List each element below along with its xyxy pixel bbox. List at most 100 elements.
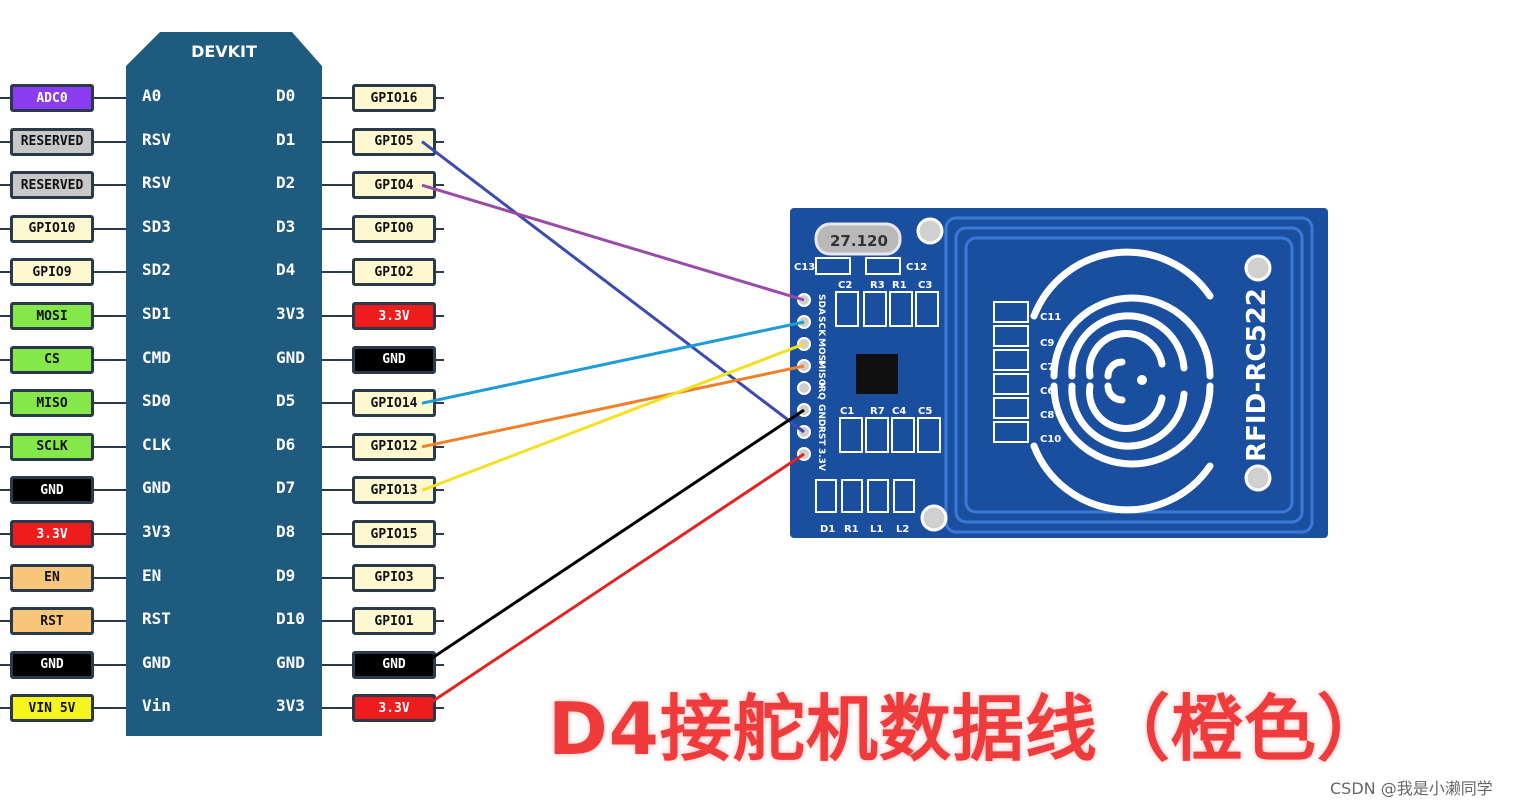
rfid-component-label-c7: C7	[1040, 362, 1055, 373]
right-pin-lead	[436, 140, 444, 143]
left-pin-gpio10-3: GPIO10	[10, 214, 94, 243]
left-pin-mosi-5: MOSI	[10, 302, 94, 330]
rfid-component-label-l2: L2	[896, 524, 910, 535]
right-pin-connector	[322, 707, 352, 710]
rfid-component-label-c11: C11	[1040, 312, 1062, 323]
right-pin-gpio3-11: GPIO3	[352, 563, 436, 592]
rfid-component-label-c6: C6	[1040, 386, 1055, 397]
rfid-component-label-r7: R7	[870, 406, 885, 417]
wire-gnd-to-gnd	[421, 408, 805, 667]
rfid-component-label-l1: L1	[870, 524, 884, 535]
board-left-label: SD0	[142, 391, 171, 411]
rfid-component-label-c9: C9	[1040, 338, 1055, 349]
left-pin-lead	[0, 489, 10, 492]
right-pin-connector	[322, 533, 352, 535]
board-left-label: GND	[142, 652, 171, 672]
right-pin-lead	[436, 707, 444, 710]
wire-3-3v-to-3-3v	[421, 452, 805, 710]
rfid-component-label-c3: C3	[918, 280, 933, 291]
left-pin-connector	[94, 140, 126, 143]
right-pin-lead	[436, 489, 444, 492]
left-pin-connector	[94, 358, 126, 361]
left-pin-connector	[94, 489, 126, 492]
board-right-label: D0	[276, 86, 296, 105]
right-pin-gnd-6: GND	[352, 345, 436, 374]
right-pin-lead	[436, 402, 444, 405]
board-left-label: SD3	[142, 216, 171, 236]
left-pin-connector	[94, 576, 126, 579]
watermark: CSDN @我是小濑同学	[1330, 779, 1493, 798]
left-pin-cs-6: CS	[10, 345, 94, 374]
right-pin-gpio1-12: GPIO1	[352, 607, 436, 636]
right-pin-connector	[322, 227, 352, 230]
right-pin-lead	[436, 663, 444, 666]
caption-text: D4接舵机数据线（橙色）	[548, 687, 1390, 771]
right-pin-gpio16-0: GPIO16	[352, 84, 436, 112]
board-left-label: RST	[142, 609, 171, 629]
left-pin-connector	[94, 97, 126, 99]
board-left-label: SD2	[142, 260, 171, 280]
left-pin-connector	[94, 445, 126, 448]
left-pin-connector	[94, 620, 126, 623]
right-pin-lead	[436, 315, 444, 317]
left-pin-lead	[0, 271, 10, 274]
left-pin-connector	[94, 663, 126, 666]
right-pin-connector	[322, 445, 352, 448]
rfid-module	[790, 208, 1328, 538]
right-pin-connector	[322, 315, 352, 317]
wire-gpio4-to-sda	[421, 183, 805, 302]
board-right-label: D9	[276, 565, 296, 585]
left-pin-adc0-0: ADC0	[10, 84, 94, 112]
left-pin-reserved-2: RESERVED	[10, 171, 94, 200]
right-pin-lead	[436, 271, 444, 274]
right-pin-connector	[322, 358, 352, 361]
rfid-component-label-c1: C1	[840, 406, 855, 417]
board-right-label: D3	[276, 216, 296, 236]
right-pin-gpio2-4: GPIO2	[352, 258, 436, 287]
board-left-label: EN	[142, 565, 162, 585]
right-pin-connector	[322, 271, 352, 274]
left-pin-en-11: EN	[10, 563, 94, 592]
rfid-component-label-c10: C10	[1040, 434, 1062, 445]
rfid-component-label-r3: R3	[870, 280, 885, 291]
wire-gpio13-to-mosi	[421, 342, 805, 492]
left-pin-sclk-8: SCLK	[10, 432, 94, 461]
right-pin-connector	[322, 576, 352, 579]
left-pin-connector	[94, 184, 126, 187]
board-left-label: 3V3	[142, 522, 171, 541]
left-pin-lead	[0, 358, 10, 361]
right-pin-lead	[436, 358, 444, 361]
left-pin-3-3v-10: 3.3V	[10, 520, 94, 548]
left-pin-miso-7: MISO	[10, 389, 94, 418]
rfid-component-label-c8: C8	[1040, 410, 1055, 421]
board-right-label: GND	[276, 652, 305, 672]
right-pin-connector	[322, 620, 352, 623]
right-pin-connector	[322, 97, 352, 99]
right-pin-lead	[436, 620, 444, 623]
right-pin-3-3v-5: 3.3V	[352, 302, 436, 330]
right-pin-gpio5-1: GPIO5	[352, 127, 436, 156]
board-right-label: D8	[276, 522, 296, 541]
board-left-label: GND	[142, 478, 171, 498]
board-right-label: D10	[276, 609, 305, 629]
right-pin-lead	[436, 533, 444, 535]
right-pin-lead	[436, 445, 444, 448]
board-left-label: CLK	[142, 434, 171, 454]
right-pin-gpio14-7: GPIO14	[352, 389, 436, 418]
left-pin-lead	[0, 663, 10, 666]
right-pin-gpio15-10: GPIO15	[352, 520, 436, 548]
left-pin-lead	[0, 402, 10, 405]
rfid-component-label-c5: C5	[918, 406, 933, 417]
right-pin-lead	[436, 184, 444, 187]
rfid-component-label-r1: R1	[844, 524, 859, 535]
left-pin-lead	[0, 184, 10, 187]
board-left-label: RSV	[142, 129, 171, 149]
right-pin-connector	[322, 184, 352, 187]
left-pin-gnd-9: GND	[10, 476, 94, 505]
board-right-label: 3V3	[276, 696, 305, 716]
left-pin-lead	[0, 620, 10, 623]
left-pin-connector	[94, 533, 126, 535]
left-pin-lead	[0, 707, 10, 710]
